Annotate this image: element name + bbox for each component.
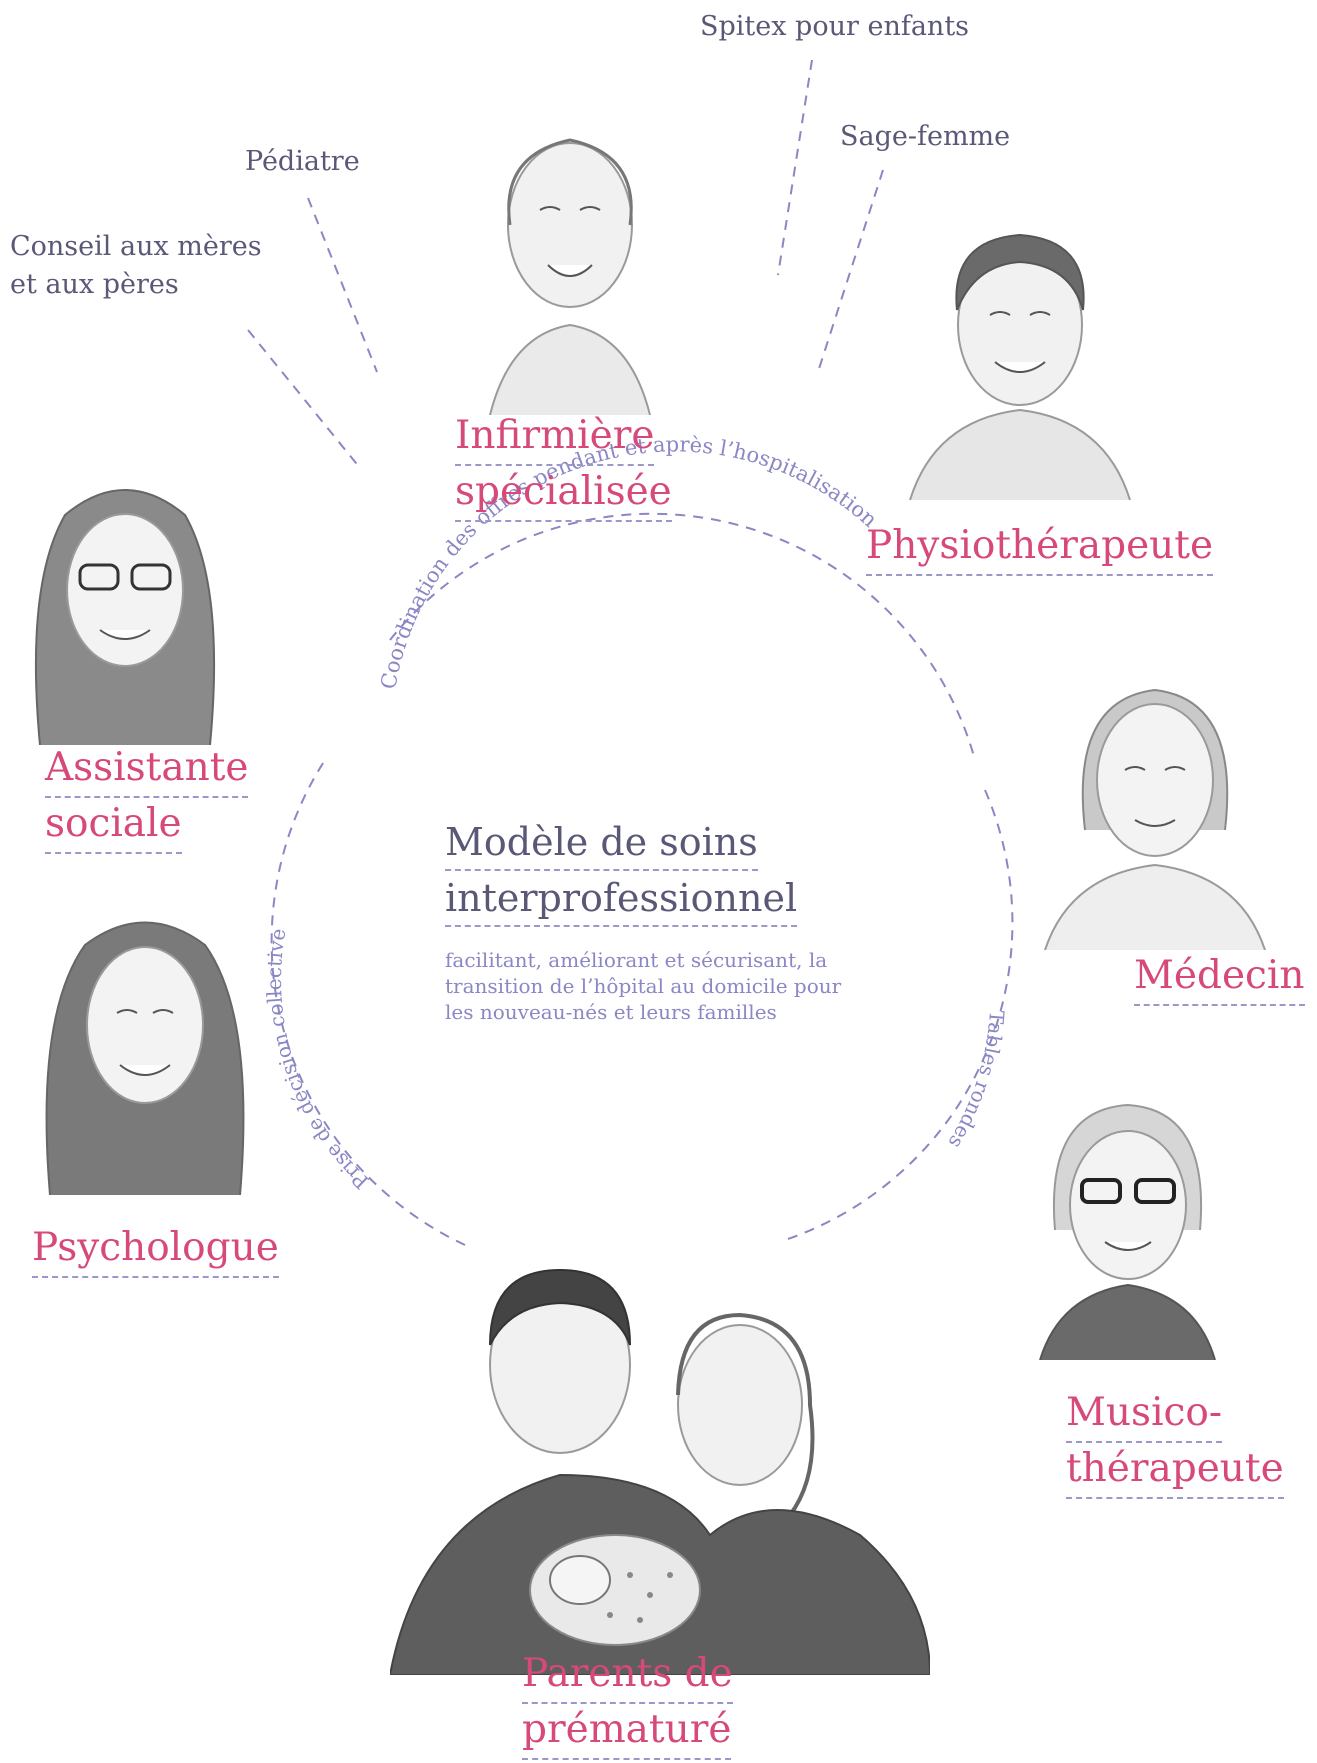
external-role-spitex: Spitex pour enfants	[700, 11, 970, 42]
role-assistante-line-2: sociale	[45, 798, 182, 854]
connector-sage-femme	[816, 169, 884, 376]
role-musico-line-2: thérapeute	[1066, 1443, 1284, 1499]
conseil-line-2: et aux pères	[10, 269, 179, 300]
role-psychologue-line-1: Psychologue	[32, 1222, 279, 1278]
center-subtitle-line-1: facilitant, améliorant et sécurisant, la	[445, 948, 828, 972]
role-infirmiere-line-1: Infirmière	[455, 410, 655, 466]
portrait-infirmiere-icon	[489, 138, 651, 415]
center-title-line-2: interprofessionnel	[445, 871, 798, 927]
connector-pediatre	[307, 197, 378, 373]
external-role-pediatre: Pédiatre	[245, 146, 360, 177]
role-musico: Musico- thérapeute	[1066, 1387, 1284, 1499]
role-psychologue: Psychologue	[32, 1222, 279, 1278]
role-medecin-line-1: Médecin	[1134, 950, 1305, 1006]
external-role-conseil: Conseil aux mères et aux pères	[10, 228, 262, 304]
role-parents: Parents de prématuré	[522, 1648, 733, 1760]
role-physio-line-1: Physiothérapeute	[866, 520, 1214, 576]
portrait-psychologue-icon	[45, 921, 245, 1195]
circle-label-left: Prise de décision collective	[262, 927, 374, 1194]
role-assistante: Assistante sociale	[45, 742, 249, 854]
conseil-line-1: Conseil aux mères	[10, 231, 262, 262]
connector-spitex	[777, 59, 813, 276]
portrait-assistante-icon	[34, 489, 216, 745]
center-subtitle-line-3: les nouveau-nés et leurs familles	[445, 1000, 777, 1024]
portrait-physio-icon	[909, 233, 1131, 500]
role-musico-line-1: Musico-	[1066, 1387, 1223, 1443]
center-subtitle: facilitant, améliorant et sécurisant, la…	[445, 947, 885, 1025]
portrait-medecin-icon	[1044, 688, 1266, 950]
role-physio: Physiothérapeute	[866, 520, 1214, 576]
role-infirmiere: Infirmière spécialisée	[455, 410, 672, 522]
portrait-parents-icon	[390, 1268, 930, 1675]
circle-label-right: Tables rondes	[944, 1010, 1009, 1153]
circle-arc-top	[389, 512, 976, 761]
center-subtitle-line-2: transition de l’hôpital au domicile pour	[445, 974, 842, 998]
circle-arc-right	[784, 789, 1014, 1241]
connector-conseil	[247, 329, 361, 469]
external-role-sage-femme: Sage-femme	[840, 121, 1011, 152]
center-title: Modèle de soins interprofessionnel	[445, 815, 798, 927]
portrait-musico-icon	[1039, 1103, 1216, 1360]
role-parents-line-1: Parents de	[522, 1648, 733, 1704]
role-infirmiere-line-2: spécialisée	[455, 466, 672, 522]
role-medecin: Médecin	[1134, 950, 1305, 1006]
role-parents-line-2: prématuré	[522, 1704, 732, 1760]
center-title-line-1: Modèle de soins	[445, 815, 758, 871]
role-assistante-line-1: Assistante	[45, 742, 249, 798]
circle-arc-left	[270, 759, 466, 1246]
